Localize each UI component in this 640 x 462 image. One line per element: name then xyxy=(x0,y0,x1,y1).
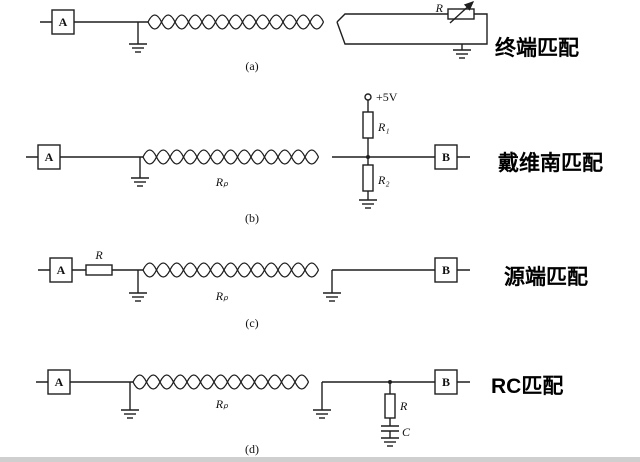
line-impedance-label: Rₚ xyxy=(215,175,229,189)
gate-b-box xyxy=(434,144,458,170)
gate-b-label: B xyxy=(442,150,450,164)
gate-b-label: B xyxy=(442,375,450,389)
line-impedance-label: Rₚ xyxy=(215,289,229,303)
twisted-pair xyxy=(147,14,325,30)
ground-icon xyxy=(312,409,332,419)
gate-b-box xyxy=(434,257,458,283)
series-resistor xyxy=(85,264,113,276)
capacitor-icon xyxy=(381,425,399,432)
resistor-r2 xyxy=(362,164,374,192)
gate-a-label: A xyxy=(57,263,66,277)
resistor-r-label: R xyxy=(399,399,408,413)
row-title-c: 源端匹配 xyxy=(504,266,588,289)
wires xyxy=(36,381,470,438)
resistor-r2-label: R₂ xyxy=(377,173,390,187)
supply-terminal-icon xyxy=(364,93,372,101)
diagram-b: +5V R₁ R₂ Rₚ A B (b) 戴维南匹配 xyxy=(26,90,603,225)
wires xyxy=(40,13,488,50)
caption-d: (d) xyxy=(245,442,259,456)
twisted-pair xyxy=(132,374,310,390)
scan-artifact-strip xyxy=(0,457,640,462)
termination-resistor xyxy=(384,393,396,419)
junction-dot xyxy=(366,155,370,159)
gate-b-box xyxy=(434,369,458,395)
resistor-r1 xyxy=(362,111,374,139)
ground-icon xyxy=(322,292,342,302)
gate-a-box xyxy=(51,9,75,35)
supply-label: +5V xyxy=(376,90,398,104)
ground-icon xyxy=(128,292,148,302)
ground-icon xyxy=(128,43,148,53)
capacitor-c-label: C xyxy=(402,425,411,439)
row-title-b: 戴维南匹配 xyxy=(498,151,603,175)
wires xyxy=(26,100,470,200)
gate-a-label: A xyxy=(59,15,68,29)
ground-icon xyxy=(358,199,378,209)
ground-icon xyxy=(130,177,150,187)
resistor-r-label: R xyxy=(94,248,103,262)
caption-a: (a) xyxy=(245,59,258,73)
twisted-pair xyxy=(142,149,320,165)
gate-b-label: B xyxy=(442,263,450,277)
caption-c: (c) xyxy=(245,316,258,330)
gate-a-label: A xyxy=(45,150,54,164)
termination-resistor xyxy=(447,8,475,20)
row-title-d: RC匹配 xyxy=(491,375,563,398)
diagram-d: R C Rₚ A B (d) RC匹配 xyxy=(36,369,563,456)
junction-dot xyxy=(388,380,392,384)
line-impedance-label: Rₚ xyxy=(215,397,229,411)
gate-a-box xyxy=(49,257,73,283)
gate-a-box xyxy=(47,369,71,395)
resistor-r1-label: R₁ xyxy=(377,120,390,134)
ground-icon xyxy=(380,437,400,447)
potentiometer-arrow-icon xyxy=(449,1,475,24)
diagram-c: R Rₚ A B (c) 源端匹配 xyxy=(38,248,588,330)
wires xyxy=(38,269,470,293)
gate-a-box xyxy=(37,144,61,170)
ground-icon xyxy=(120,409,140,419)
row-title-a: 终端匹配 xyxy=(495,36,579,60)
ground-icon xyxy=(452,49,472,59)
gate-a-label: A xyxy=(55,375,64,389)
resistor-r-label: R xyxy=(435,1,444,15)
diagram-a: A R (a) 终端匹配 xyxy=(40,1,579,73)
twisted-pair xyxy=(142,262,320,278)
caption-b: (b) xyxy=(245,211,259,225)
